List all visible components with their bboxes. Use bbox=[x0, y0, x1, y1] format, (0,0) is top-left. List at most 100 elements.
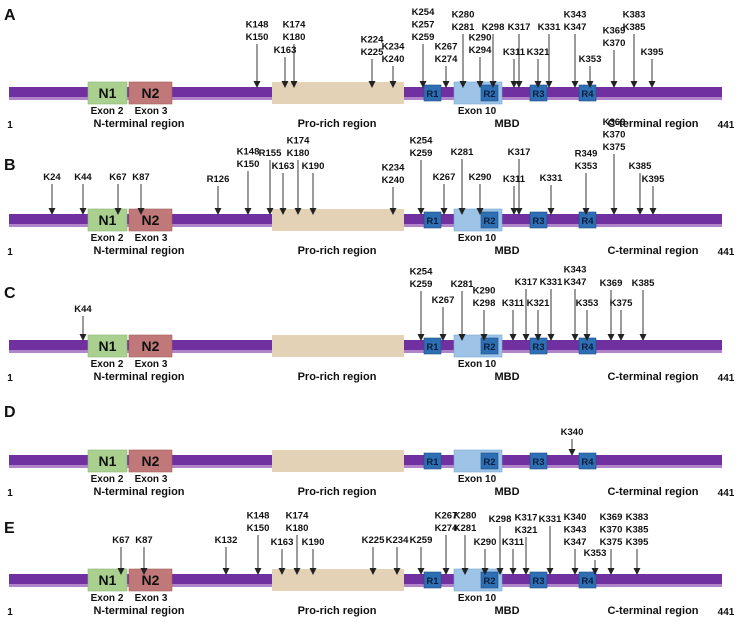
site-label-line: K163 bbox=[274, 45, 297, 56]
site-label-line: K375 bbox=[603, 142, 626, 153]
site-label: K353 bbox=[584, 548, 607, 559]
exon10-label: Exon 10 bbox=[458, 359, 497, 370]
r1-box bbox=[423, 84, 442, 102]
site-label: K331 bbox=[538, 22, 561, 33]
site-label-line: K234 bbox=[382, 163, 405, 174]
residue-start-label: 1 bbox=[7, 120, 13, 131]
site-marker: K353 bbox=[584, 548, 607, 575]
n2-box bbox=[128, 81, 173, 105]
r2-box bbox=[480, 337, 499, 355]
pro-rich-label: Pro-rich region bbox=[298, 605, 377, 617]
site-label-line: K395 bbox=[641, 47, 664, 58]
site-label-line: K225 bbox=[361, 47, 384, 58]
site-label-line: K274 bbox=[435, 54, 458, 65]
r1-box bbox=[423, 571, 442, 589]
n1-label: N1 bbox=[99, 338, 117, 354]
site-label-line: R155 bbox=[259, 148, 282, 159]
r3-label: R3 bbox=[532, 576, 544, 587]
panel-letter: D bbox=[4, 404, 16, 421]
n1-label: N1 bbox=[99, 572, 117, 588]
site-label-line: K321 bbox=[527, 47, 550, 58]
site-label-line: K254 bbox=[410, 136, 433, 147]
pro-rich-box bbox=[272, 209, 404, 231]
exon3-label: Exon 3 bbox=[135, 359, 168, 370]
site-label-line: K331 bbox=[540, 173, 563, 184]
site-label: K24 bbox=[43, 172, 61, 183]
site-marker: K44 bbox=[74, 304, 92, 341]
site-marker: K317 bbox=[508, 22, 530, 88]
site-marker: K267 bbox=[432, 295, 454, 341]
n-terminal-label: N-terminal region bbox=[93, 371, 184, 383]
exon2-label: Exon 2 bbox=[91, 474, 124, 485]
site-label-line: K174 bbox=[287, 136, 310, 147]
site-label: K281 bbox=[451, 147, 474, 158]
site-marker: K369 bbox=[600, 278, 622, 341]
site-label-line: K290 bbox=[469, 172, 492, 183]
site-label-line: K369 bbox=[603, 117, 626, 128]
site-label-line: K290 bbox=[474, 537, 497, 548]
site-label: K395 bbox=[641, 47, 664, 58]
site-label-line: K298 bbox=[489, 514, 512, 525]
site-label: K331 bbox=[539, 514, 562, 525]
pro-rich-box bbox=[272, 335, 404, 357]
exon3-label: Exon 3 bbox=[135, 106, 168, 117]
site-label: K87 bbox=[132, 172, 149, 183]
exon10-label: Exon 10 bbox=[458, 593, 497, 604]
site-label: K163 bbox=[272, 161, 295, 172]
site-marker: K331 bbox=[539, 514, 562, 575]
site-label-line: K343 bbox=[564, 10, 587, 21]
site-marker: K385 bbox=[632, 278, 655, 341]
site-label-line: K340 bbox=[561, 427, 584, 438]
site-label: R126 bbox=[207, 174, 230, 185]
site-label-line: K257 bbox=[412, 20, 435, 31]
site-label: K190 bbox=[302, 537, 325, 548]
exon2-label: Exon 2 bbox=[91, 593, 124, 604]
site-label-line: K395 bbox=[626, 537, 649, 548]
site-label-line: K311 bbox=[502, 298, 525, 309]
mbd-label: MBD bbox=[494, 245, 519, 257]
site-marker: K24 bbox=[43, 172, 61, 215]
site-label: K321 bbox=[527, 298, 550, 309]
site-label-line: K321 bbox=[527, 298, 550, 309]
site-label: K375 bbox=[610, 298, 633, 309]
site-label-line: K267 bbox=[435, 42, 458, 53]
site-label-line: K311 bbox=[503, 47, 526, 58]
site-label: K163 bbox=[274, 45, 297, 56]
site-label-line: K375 bbox=[610, 298, 633, 309]
site-label-line: K375 bbox=[600, 537, 623, 548]
site-marker: K163 bbox=[272, 161, 295, 215]
c-terminal-label: C-terminal region bbox=[607, 245, 698, 257]
site-label-line: K240 bbox=[382, 175, 405, 186]
pro-rich-box bbox=[272, 569, 404, 591]
site-marker: K132 bbox=[215, 535, 237, 575]
r4-label: R4 bbox=[581, 457, 594, 468]
site-marker: K281 bbox=[451, 147, 474, 215]
n-terminal-label: N-terminal region bbox=[93, 245, 184, 257]
site-label: K225 bbox=[362, 535, 385, 546]
residue-start-label: 1 bbox=[7, 373, 13, 384]
r4-box bbox=[578, 571, 597, 589]
site-label-line: K383 bbox=[623, 10, 646, 21]
n2-label: N2 bbox=[142, 453, 160, 469]
c-terminal-label: C-terminal region bbox=[607, 486, 698, 498]
site-label-line: K331 bbox=[540, 277, 563, 288]
